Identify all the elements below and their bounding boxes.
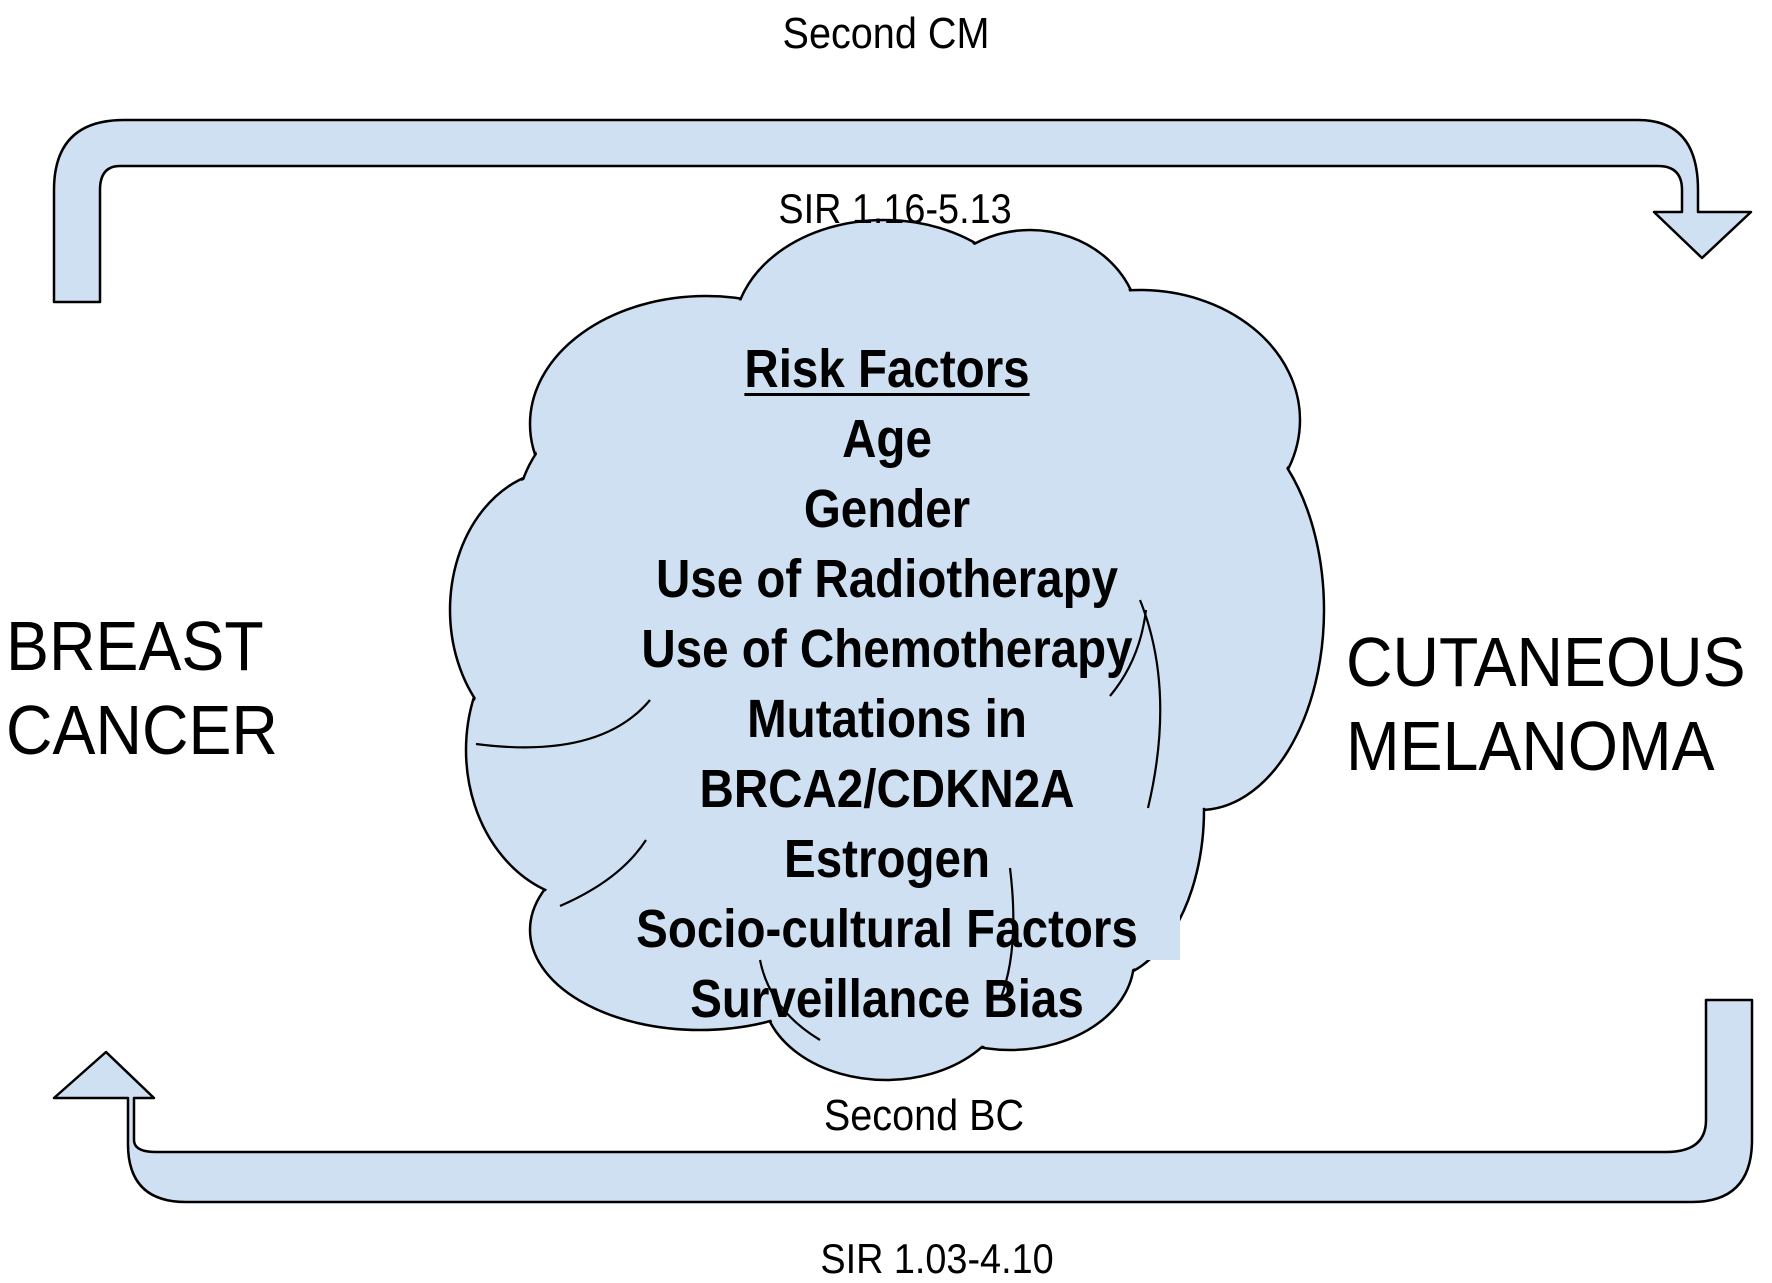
risk-factor-gender: Gender: [803, 479, 971, 539]
risk-factor-mutations: Mutations in: [747, 689, 1027, 749]
breast-cancer-line-2: CANCER: [6, 691, 278, 769]
bottom-arrow: [52, 998, 1754, 1204]
top-arrow-sir: SIR 1.16-5.13: [778, 185, 1012, 232]
cutaneous-melanoma-label: CUTANEOUS MELANOMA: [1346, 620, 1746, 788]
risk-factor-chemotherapy: Use of Chemotherapy: [641, 619, 1133, 679]
top-arrow-label: Second CM: [782, 9, 990, 58]
breast-cancer-line-1: BREAST: [6, 607, 264, 685]
bottom-arrow-sir: SIR 1.03-4.10: [820, 1235, 1054, 1282]
risk-factor-radiotherapy: Use of Radiotherapy: [655, 549, 1119, 609]
bottom-arrow-label: Second BC: [823, 1091, 1025, 1140]
risk-factor-genes: BRCA2/CDKN2A: [699, 759, 1075, 819]
risk-factors-title: Risk Factors: [744, 339, 1030, 399]
risk-factor-estrogen: Estrogen: [784, 829, 990, 889]
cutaneous-melanoma-line-2: MELANOMA: [1346, 707, 1715, 785]
top-arrow: [52, 118, 1753, 304]
risk-factors-cloud: [448, 218, 1326, 1082]
cutaneous-melanoma-line-1: CUTANEOUS: [1346, 623, 1746, 701]
risk-factor-surveillance-bias: Surveillance Bias: [690, 969, 1084, 1029]
risk-factor-socio-cultural: Socio-cultural Factors: [636, 899, 1138, 959]
risk-factor-age: Age: [842, 409, 932, 469]
breast-cancer-label: BREAST CANCER: [6, 604, 278, 772]
